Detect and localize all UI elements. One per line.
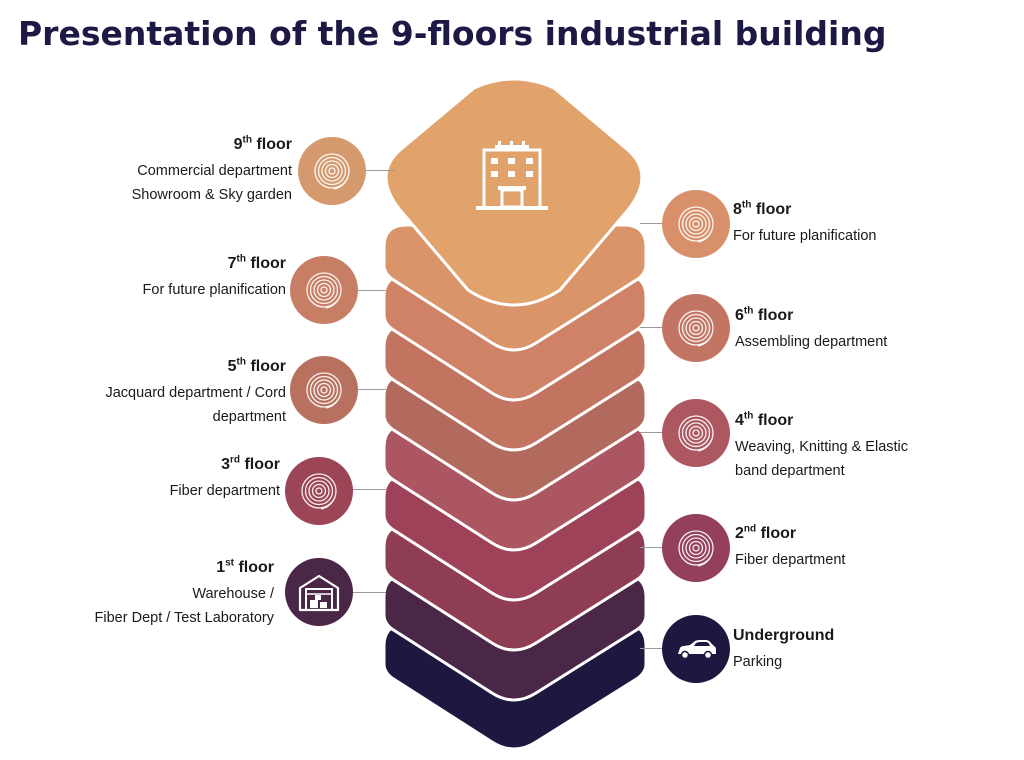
- spiral-yarn-icon: [314, 153, 350, 190]
- spiral-yarn-icon: [301, 473, 337, 510]
- floor-3-description: Fiber department: [169, 483, 280, 499]
- floor-6-title: 6th floor: [735, 305, 794, 324]
- floor-1-description: Warehouse / Fiber Dept / Test Laboratory: [94, 586, 274, 626]
- floor-2-title: 2nd floor: [735, 523, 797, 542]
- floor-7-icon-circle: [290, 256, 358, 324]
- building-icon: [476, 141, 548, 210]
- spiral-yarn-icon: [678, 530, 714, 567]
- connector-line: [640, 432, 664, 433]
- floor-4-description: Weaving, Knitting & Elastic band departm…: [735, 439, 909, 479]
- floor-2-icon-circle: [662, 514, 730, 582]
- connector-line: [640, 547, 664, 548]
- floor-1-title: 1st floor: [216, 557, 274, 576]
- floor-9-icon-circle: [298, 137, 366, 205]
- page-title: Presentation of the 9-floors industrial …: [18, 14, 887, 53]
- connector-line: [356, 290, 386, 291]
- floor-2-description: Fiber department: [735, 552, 846, 568]
- floor-6-label: 6th floor Assembling department: [735, 306, 887, 354]
- floor-1-label: 1st floor Warehouse / Fiber Dept / Test …: [95, 558, 274, 630]
- floor-3-title: 3rd floor: [221, 454, 280, 473]
- underground-icon-circle: [662, 615, 730, 683]
- warehouse-icon: [298, 574, 340, 612]
- floor-2-label: 2nd floor Fiber department: [735, 524, 845, 572]
- floor-5-description: Jacquard department / Cord department: [105, 385, 286, 425]
- floor-5-label: 5th floor Jacquard department / Cord dep…: [105, 357, 286, 429]
- floor-9-label: 9th floor Commercial department Showroom…: [132, 135, 292, 207]
- floor-4-title: 4th floor: [735, 410, 794, 429]
- connector-line: [349, 489, 386, 490]
- floor-8-icon-circle: [662, 190, 730, 258]
- underground-label: Underground Parking: [733, 626, 834, 674]
- spiral-yarn-icon: [678, 415, 714, 452]
- floor-5-title: 5th floor: [227, 356, 286, 375]
- spiral-yarn-icon: [306, 372, 342, 409]
- connector-line: [356, 389, 386, 390]
- floor-8-description: For future planification: [733, 228, 877, 244]
- floor-7-label: 7th floor For future planification: [143, 254, 286, 302]
- underground-title: Underground: [733, 627, 835, 644]
- connector-line: [363, 170, 395, 171]
- connector-line: [640, 648, 664, 649]
- building-top-diamond: [384, 77, 644, 307]
- floor-5-icon-circle: [290, 356, 358, 424]
- spiral-yarn-icon: [678, 206, 714, 243]
- spiral-yarn-icon: [678, 310, 714, 347]
- floor-9-title: 9th floor: [233, 134, 292, 153]
- connector-line: [349, 592, 386, 593]
- floor-6-icon-circle: [662, 294, 730, 362]
- car-icon: [678, 640, 716, 660]
- floor-4-icon-circle: [662, 399, 730, 467]
- floor-1-icon-circle: [285, 558, 353, 626]
- floor-8-label: 8th floor For future planification: [733, 200, 876, 248]
- floor-7-description: For future planification: [142, 282, 286, 298]
- underground-description: Parking: [733, 654, 783, 670]
- floor-3-label: 3rd floor Fiber department: [170, 455, 280, 503]
- floor-7-title: 7th floor: [227, 253, 286, 272]
- connector-line: [640, 327, 664, 328]
- floor-4-label: 4th floor Weaving, Knitting & Elastic ba…: [735, 411, 908, 483]
- floor-6-description: Assembling department: [735, 334, 888, 350]
- connector-line: [640, 223, 664, 224]
- floor-3-icon-circle: [285, 457, 353, 525]
- floor-8-title: 8th floor: [733, 199, 792, 218]
- floor-9-description: Commercial department Showroom & Sky gar…: [131, 163, 292, 203]
- spiral-yarn-icon: [306, 272, 342, 309]
